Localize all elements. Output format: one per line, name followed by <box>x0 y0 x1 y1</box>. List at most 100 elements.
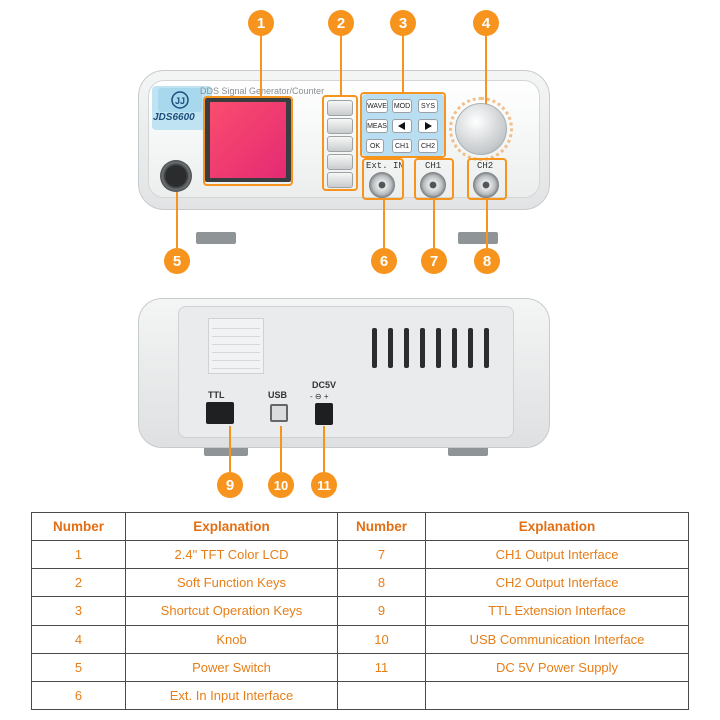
marker-2: 2 <box>328 10 354 36</box>
table-row: 6 Ext. In Input Interface <box>31 680 689 711</box>
row-explanation: Ext. In Input Interface <box>125 680 338 711</box>
vent-slot <box>484 328 489 368</box>
marker-1: 1 <box>248 10 274 36</box>
leader-line-8 <box>486 200 488 248</box>
leader-line-9 <box>229 426 231 472</box>
marker-5: 5 <box>164 248 190 274</box>
highlight-lcd <box>203 96 293 186</box>
table-row: 4 Knob 10 USB Communication Interface <box>31 624 689 654</box>
row-explanation: Soft Function Keys <box>125 568 338 598</box>
row-number <box>337 680 426 711</box>
vent-slot <box>468 328 473 368</box>
table-row: 5 Power Switch 11 DC 5V Power Supply <box>31 652 689 682</box>
row-number: 3 <box>31 596 126 626</box>
marker-10: 10 <box>268 472 294 498</box>
front-foot-right <box>458 232 498 244</box>
rotary-knob[interactable] <box>455 103 507 155</box>
usb-label: USB <box>268 390 288 400</box>
ext-in-label: Ext. IN <box>366 161 404 171</box>
power-switch-button[interactable] <box>160 160 192 192</box>
vent-slot <box>452 328 457 368</box>
ch1-bnc-connector[interactable] <box>420 172 446 198</box>
header-explanation: Explanation <box>125 511 338 542</box>
row-explanation: CH1 Output Interface <box>425 540 689 570</box>
mod-key[interactable]: MOD <box>392 99 412 113</box>
ch1-key[interactable]: CH1 <box>392 139 412 153</box>
pinout-sticker <box>208 318 264 374</box>
table-header-row: Number Explanation Number Explanation <box>31 511 689 542</box>
dc-power-jack[interactable] <box>315 403 333 425</box>
row-number: 7 <box>337 540 426 570</box>
row-explanation <box>425 680 689 711</box>
ttl-label: TTL <box>208 390 225 400</box>
leader-line-4 <box>485 32 487 104</box>
vent-slot <box>404 328 409 368</box>
row-number: 5 <box>31 652 126 682</box>
row-number: 4 <box>31 624 126 654</box>
row-explanation: TTL Extension Interface <box>425 596 689 626</box>
ch1-label: CH1 <box>425 161 442 171</box>
ok-key[interactable]: OK <box>366 139 384 153</box>
model-label: JDS6600 <box>153 112 195 123</box>
vent-slot <box>420 328 425 368</box>
sticker-row <box>212 344 260 345</box>
usb-port[interactable] <box>270 404 288 422</box>
highlight-keypad <box>360 92 446 158</box>
leader-line-2 <box>340 32 342 96</box>
sticker-row <box>212 368 260 369</box>
row-explanation: Shortcut Operation Keys <box>125 596 338 626</box>
highlight-softkeys <box>322 95 358 191</box>
vent-slot <box>436 328 441 368</box>
soft-key-1[interactable] <box>327 100 353 116</box>
highlight-ch1 <box>414 158 454 200</box>
leader-line-5 <box>176 192 178 248</box>
tft-lcd-screen <box>210 102 286 178</box>
row-explanation: Knob <box>125 624 338 654</box>
soft-key-5[interactable] <box>327 172 353 188</box>
ch2-bnc-connector[interactable] <box>473 172 499 198</box>
row-explanation: CH2 Output Interface <box>425 568 689 598</box>
highlight-ch2 <box>467 158 507 200</box>
ttl-extension-port[interactable] <box>206 402 234 424</box>
ch2-key[interactable]: CH2 <box>418 139 438 153</box>
header-explanation-2: Explanation <box>425 511 689 542</box>
right-arrow-icon <box>425 122 432 130</box>
marker-6: 6 <box>371 248 397 274</box>
table-row: 3 Shortcut Operation Keys 9 TTL Extensio… <box>31 596 689 626</box>
left-arrow-icon <box>398 122 405 130</box>
left-arrow-key[interactable] <box>392 119 412 133</box>
device-title: DDS Signal Generator/Counter <box>200 86 325 96</box>
ch2-label: CH2 <box>477 161 494 171</box>
sticker-row <box>212 328 260 329</box>
row-number: 6 <box>31 680 126 711</box>
header-number-2: Number <box>337 511 426 542</box>
ext-in-bnc-connector[interactable] <box>369 172 395 198</box>
row-number: 9 <box>337 596 426 626</box>
leader-line-1 <box>260 32 262 98</box>
sys-key[interactable]: SYS <box>418 99 438 113</box>
soft-key-4[interactable] <box>327 154 353 170</box>
marker-7: 7 <box>421 248 447 274</box>
wave-key[interactable]: WAVE <box>366 99 388 113</box>
row-number: 2 <box>31 568 126 598</box>
right-arrow-key[interactable] <box>418 119 438 133</box>
row-number: 10 <box>337 624 426 654</box>
row-explanation: 2.4" TFT Color LCD <box>125 540 338 570</box>
table-row: 1 2.4" TFT Color LCD 7 CH1 Output Interf… <box>31 540 689 570</box>
row-explanation: DC 5V Power Supply <box>425 652 689 682</box>
leader-line-3 <box>402 32 404 94</box>
front-foot-left <box>196 232 236 244</box>
legend-table: Number Explanation Number Explanation 1 … <box>31 511 689 711</box>
leader-line-10 <box>280 426 282 472</box>
svg-text:JJ: JJ <box>175 96 185 106</box>
dc-polarity-label: - ⊖ + <box>310 392 329 401</box>
table-row: 2 Soft Function Keys 8 CH2 Output Interf… <box>31 568 689 598</box>
leader-line-11 <box>323 426 325 472</box>
meas-key[interactable]: MEAS <box>366 119 388 133</box>
soft-key-2[interactable] <box>327 118 353 134</box>
marker-3: 3 <box>390 10 416 36</box>
dc5v-label: DC5V <box>312 380 337 390</box>
leader-line-6 <box>383 200 385 248</box>
vent-slot <box>388 328 393 368</box>
soft-key-3[interactable] <box>327 136 353 152</box>
